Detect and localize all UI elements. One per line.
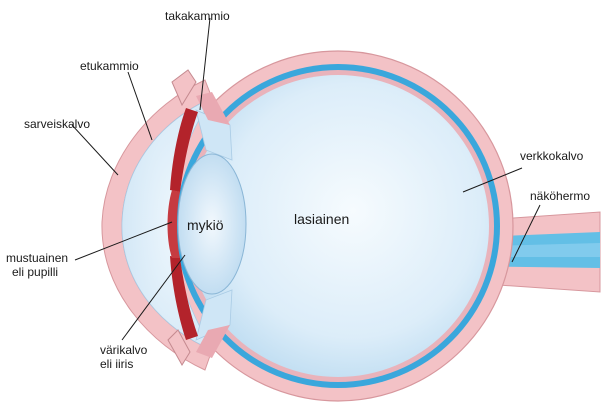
label-mustuainen-line2: eli pupilli [12, 265, 58, 279]
leader-sarveiskalvo [72, 125, 118, 175]
label-varikalvo-line1: värikalvo [100, 343, 148, 357]
label-lasiainen: lasiainen [294, 211, 349, 227]
label-sarveiskalvo: sarveiskalvo [24, 117, 90, 131]
label-verkkokalvo: verkkokalvo [520, 149, 584, 163]
label-takakammio: takakammio [165, 9, 230, 23]
label-varikalvo-line2: eli iiris [100, 357, 133, 371]
label-mykio: mykiö [187, 217, 224, 233]
label-nakohermo: näköhermo [530, 189, 590, 203]
label-etukammio: etukammio [80, 59, 139, 73]
label-mustuainen-line1: mustuainen [6, 251, 68, 265]
